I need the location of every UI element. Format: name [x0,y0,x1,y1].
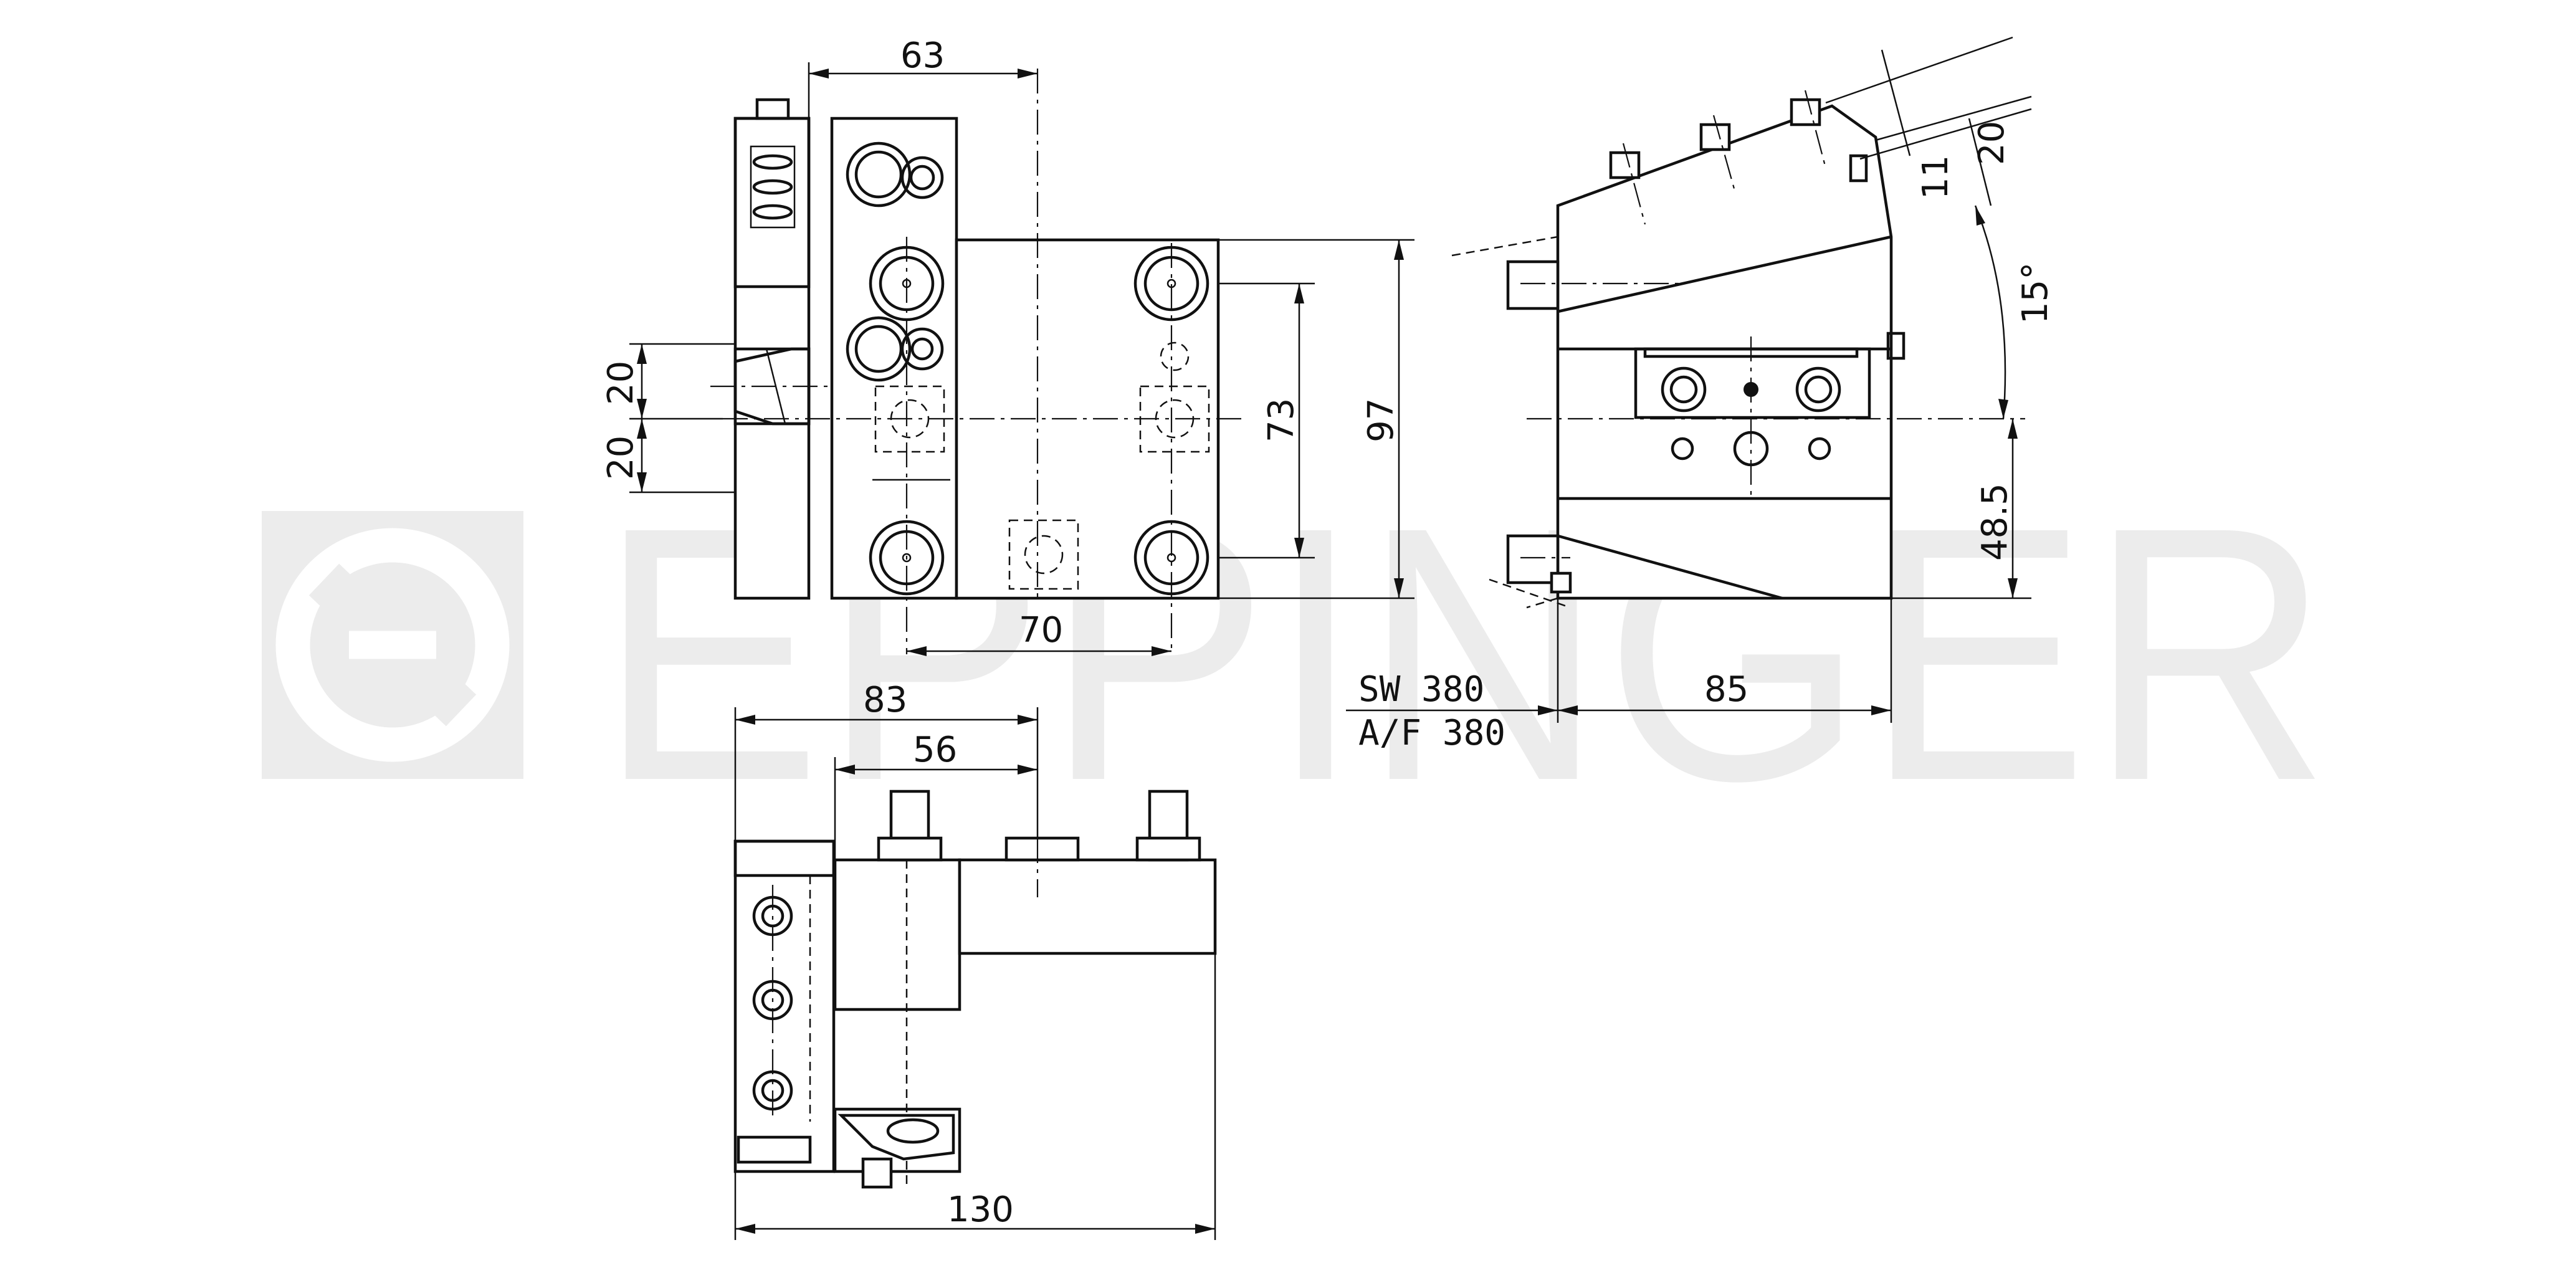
dim-top-width: 63 [900,36,945,76]
dim-hole-spacing: 73 [1261,398,1302,442]
dim-left-upper: 20 [601,361,641,405]
dim-plan-outer: 83 [863,680,907,720]
note-sw: SW 380 [1358,669,1484,710]
dim-bottom-spacing: 70 [1019,610,1063,651]
front-view: 63 20 20 73 97 70 [601,36,1414,656]
dim-side-a: 20 [1972,121,2012,165]
dim-plan-inner: 56 [913,730,957,770]
watermark: EPPINGER [262,452,2330,856]
dim-overall-height: 97 [1361,398,1401,442]
plan-view: 83 56 130 [733,680,1217,1240]
side-view: 20 11 15° 48.5 85 SW 380 A/F 380 [1346,36,2056,753]
dim-left-lower: 20 [601,436,641,480]
dim-side-width: 85 [1704,669,1748,710]
dim-plan-total: 130 [947,1190,1014,1230]
dim-side-height: 48.5 [1975,483,2015,561]
note-af: A/F 380 [1358,713,1505,753]
eppinger-logo-icon [275,528,510,762]
dim-angle: 15° [2015,262,2056,324]
dim-side-b: 11 [1915,155,1956,199]
